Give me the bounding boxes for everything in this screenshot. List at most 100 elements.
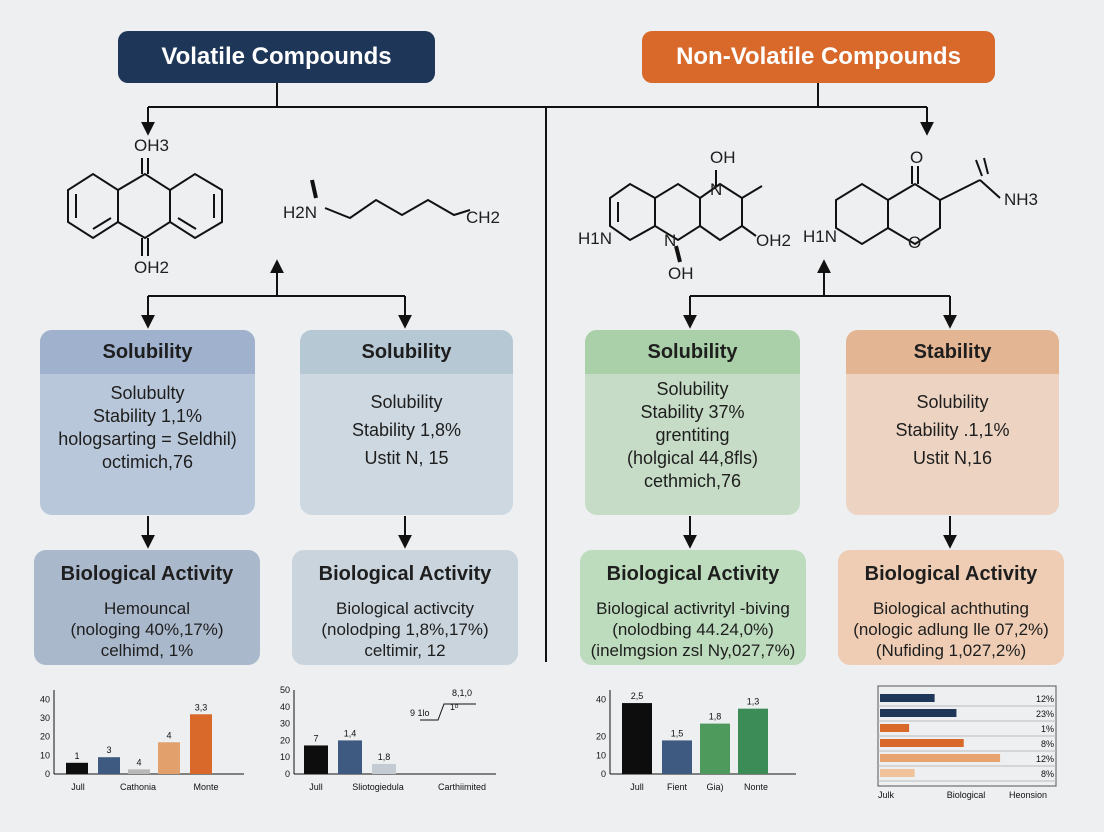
molecule-4-right-label: NH3 bbox=[1004, 190, 1039, 209]
box-line: Ustit N, 15 bbox=[364, 448, 449, 468]
bar-value-label: 2,5 bbox=[631, 691, 644, 701]
x-tick-label: Heonsion bbox=[1009, 790, 1047, 800]
y-tick-label: 0 bbox=[45, 769, 50, 779]
solubility-box-2: Solubility Solubility Stability 1,8% Ust… bbox=[300, 330, 513, 515]
y-tick-label: 40 bbox=[40, 694, 50, 704]
bar bbox=[700, 723, 730, 774]
box-line: Stability 1,8% bbox=[351, 420, 462, 440]
x-tick-label: Cathonia bbox=[120, 782, 156, 792]
box-line: Biological achthuting bbox=[873, 599, 1029, 618]
box-line: cethmich,76 bbox=[643, 471, 742, 491]
molecule-3-n-top: N bbox=[710, 180, 723, 199]
y-tick-label: 20 bbox=[40, 732, 50, 742]
bar bbox=[128, 769, 150, 774]
box-line: (holgical 44,8fls) bbox=[626, 448, 759, 468]
bar-value-label: 3 bbox=[106, 745, 111, 755]
x-tick-label: Jull bbox=[71, 782, 85, 792]
bar-value-label: 1,8 bbox=[378, 752, 391, 762]
solubility-box-1: Solubility Solubulty Stability 1,1% holo… bbox=[40, 330, 255, 515]
box-line: Stability 37% bbox=[640, 402, 745, 422]
y-tick-label: 40 bbox=[596, 694, 606, 704]
box-line: Hemouncal bbox=[104, 599, 190, 618]
bar-value-label: 8% bbox=[1041, 739, 1054, 749]
box-line: octimich,76 bbox=[101, 452, 194, 472]
biological-activity-box-4: Biological Activity Biological achthutin… bbox=[838, 550, 1064, 665]
bar bbox=[880, 709, 957, 717]
x-tick-label: Carthiimited bbox=[438, 782, 486, 792]
y-tick-label: 10 bbox=[596, 750, 606, 760]
biological-activity-box-1: Biological Activity Hemouncal (nologing … bbox=[34, 550, 260, 665]
bar-value-label: 4 bbox=[136, 757, 141, 767]
bar bbox=[880, 754, 1001, 762]
y-tick-label: 10 bbox=[40, 750, 50, 760]
annotation-line bbox=[420, 703, 476, 721]
solubility-box-3: Solubility Solubility Stability 37% gren… bbox=[585, 330, 800, 515]
box-heading: Solubility bbox=[300, 330, 513, 374]
bar bbox=[880, 739, 964, 747]
box-heading: Biological Activity bbox=[864, 562, 1038, 585]
box-line: grentiting bbox=[655, 425, 730, 445]
molecule-2-left-label: H2N bbox=[283, 203, 318, 222]
box-line: celtimir, 12 bbox=[364, 641, 446, 660]
molecule-3-oh-top: OH bbox=[710, 148, 736, 167]
biological-activity-box-3: Biological Activity Biological activrity… bbox=[580, 550, 806, 665]
bar bbox=[880, 769, 915, 777]
box-line: (nologic adlung lle 07,2%) bbox=[853, 620, 1049, 639]
bar-value-label: 1,5 bbox=[671, 728, 684, 738]
x-tick-label: Gia) bbox=[706, 782, 723, 792]
bar-value-label: 1,8 bbox=[709, 712, 722, 722]
box-heading: Biological Activity bbox=[606, 562, 780, 585]
y-tick-label: 50 bbox=[280, 685, 290, 695]
box-line: Stability .1,1% bbox=[895, 420, 1010, 440]
molecule-3-n-bottom: N bbox=[664, 231, 677, 250]
box-line: (inelmgsion zsl Ny,027,7%) bbox=[590, 641, 796, 660]
annotation-label: 9 1lo bbox=[410, 708, 430, 718]
box-line: Biological activcity bbox=[336, 599, 474, 618]
x-tick-label: Nonte bbox=[744, 782, 768, 792]
box-heading: Biological Activity bbox=[318, 562, 492, 585]
molecule-3-oh-bottom: OH bbox=[668, 264, 694, 283]
box-line: (nologing 40%,17%) bbox=[70, 620, 224, 639]
bar bbox=[880, 724, 910, 732]
molecule-anthraquinone bbox=[67, 157, 1001, 263]
box-line: Ustit N,16 bbox=[912, 448, 993, 468]
box-line: Solubulty bbox=[110, 383, 185, 403]
y-tick-label: 40 bbox=[280, 702, 290, 712]
bar-value-label: 23% bbox=[1036, 709, 1054, 719]
bar-value-label: 3,3 bbox=[195, 702, 208, 712]
box-line: celhimd, 1% bbox=[100, 641, 194, 660]
x-tick-label: Biological bbox=[947, 790, 986, 800]
non-volatile-compounds-title: Non-Volatile Compounds bbox=[642, 31, 995, 83]
y-tick-label: 20 bbox=[280, 735, 290, 745]
y-tick-label: 20 bbox=[596, 732, 606, 742]
box-line: Solubility bbox=[656, 379, 729, 399]
y-tick-label: 10 bbox=[280, 752, 290, 762]
x-tick-label: Jull bbox=[309, 782, 323, 792]
x-tick-label: Julk bbox=[878, 790, 895, 800]
box-line: hologsarting = Seldhil) bbox=[58, 429, 237, 449]
bar-value-label: 4 bbox=[166, 730, 171, 740]
molecule-4-o-top: O bbox=[910, 148, 924, 167]
x-tick-label: Fient bbox=[667, 782, 688, 792]
bar bbox=[738, 708, 768, 774]
bar-value-label: 8% bbox=[1041, 769, 1054, 779]
bar-value-label: 1,4 bbox=[344, 728, 357, 738]
box-heading: Biological Activity bbox=[60, 562, 234, 585]
box-line: (nolodbing 44.24,0%) bbox=[612, 620, 774, 639]
box-heading: Solubility bbox=[585, 330, 800, 374]
bar bbox=[66, 762, 88, 774]
bar bbox=[622, 703, 652, 774]
molecule-4-ring-o: O bbox=[908, 233, 922, 252]
molecule-4-left-label: H1N bbox=[803, 227, 838, 246]
bar bbox=[190, 714, 212, 774]
molecule-2-right-label: CH2 bbox=[466, 208, 501, 227]
x-tick-label: Sliotogiedula bbox=[352, 782, 404, 792]
volatile-compounds-title: Volatile Compounds bbox=[118, 31, 435, 83]
x-tick-label: Monte bbox=[193, 782, 218, 792]
bar-value-label: 1,3 bbox=[747, 697, 760, 707]
molecule-1-top-label: OH3 bbox=[134, 136, 169, 155]
box-line: Solubility bbox=[916, 392, 989, 412]
